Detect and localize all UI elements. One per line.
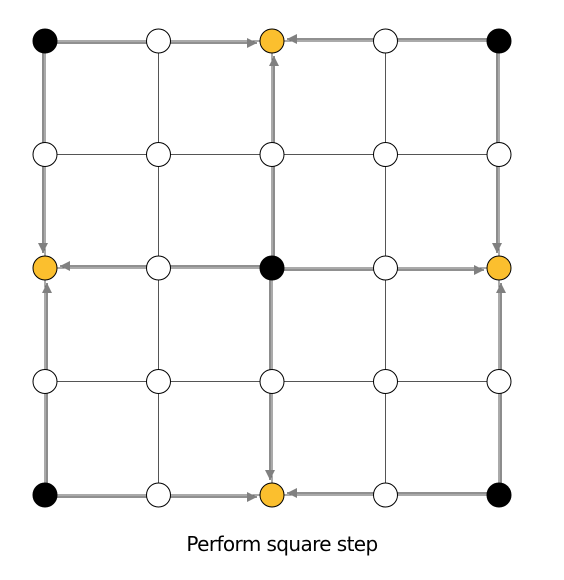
grid-node-empty [373, 482, 398, 508]
grid-node-empty [373, 369, 398, 394]
grid-node-black [32, 28, 58, 54]
grid-node-empty [146, 255, 171, 281]
grid-node-highlight [259, 28, 285, 54]
grid-node-empty [146, 482, 171, 508]
grid-nodes [32, 28, 512, 508]
grid-node-black [259, 255, 285, 281]
grid-node-empty [486, 142, 512, 167]
grid-node-empty [259, 369, 285, 394]
grid-node-empty [32, 142, 58, 167]
grid-node-empty [373, 255, 398, 281]
grid-node-black [486, 28, 512, 54]
grid-node-empty [486, 369, 512, 394]
grid-node-black [486, 482, 512, 508]
grid-node-highlight [259, 482, 285, 508]
grid-node-empty [146, 28, 171, 54]
grid-node-highlight [486, 255, 512, 281]
diagram-caption: Perform square step [186, 532, 378, 556]
grid-node-black [32, 482, 58, 508]
grid-node-empty [259, 142, 285, 167]
grid-node-empty [373, 142, 398, 167]
grid-node-empty [32, 369, 58, 394]
grid-node-highlight [32, 255, 58, 281]
grid-node-empty [373, 28, 398, 54]
square-step-diagram [32, 28, 512, 508]
grid-node-empty [146, 142, 171, 167]
grid-node-empty [146, 369, 171, 394]
